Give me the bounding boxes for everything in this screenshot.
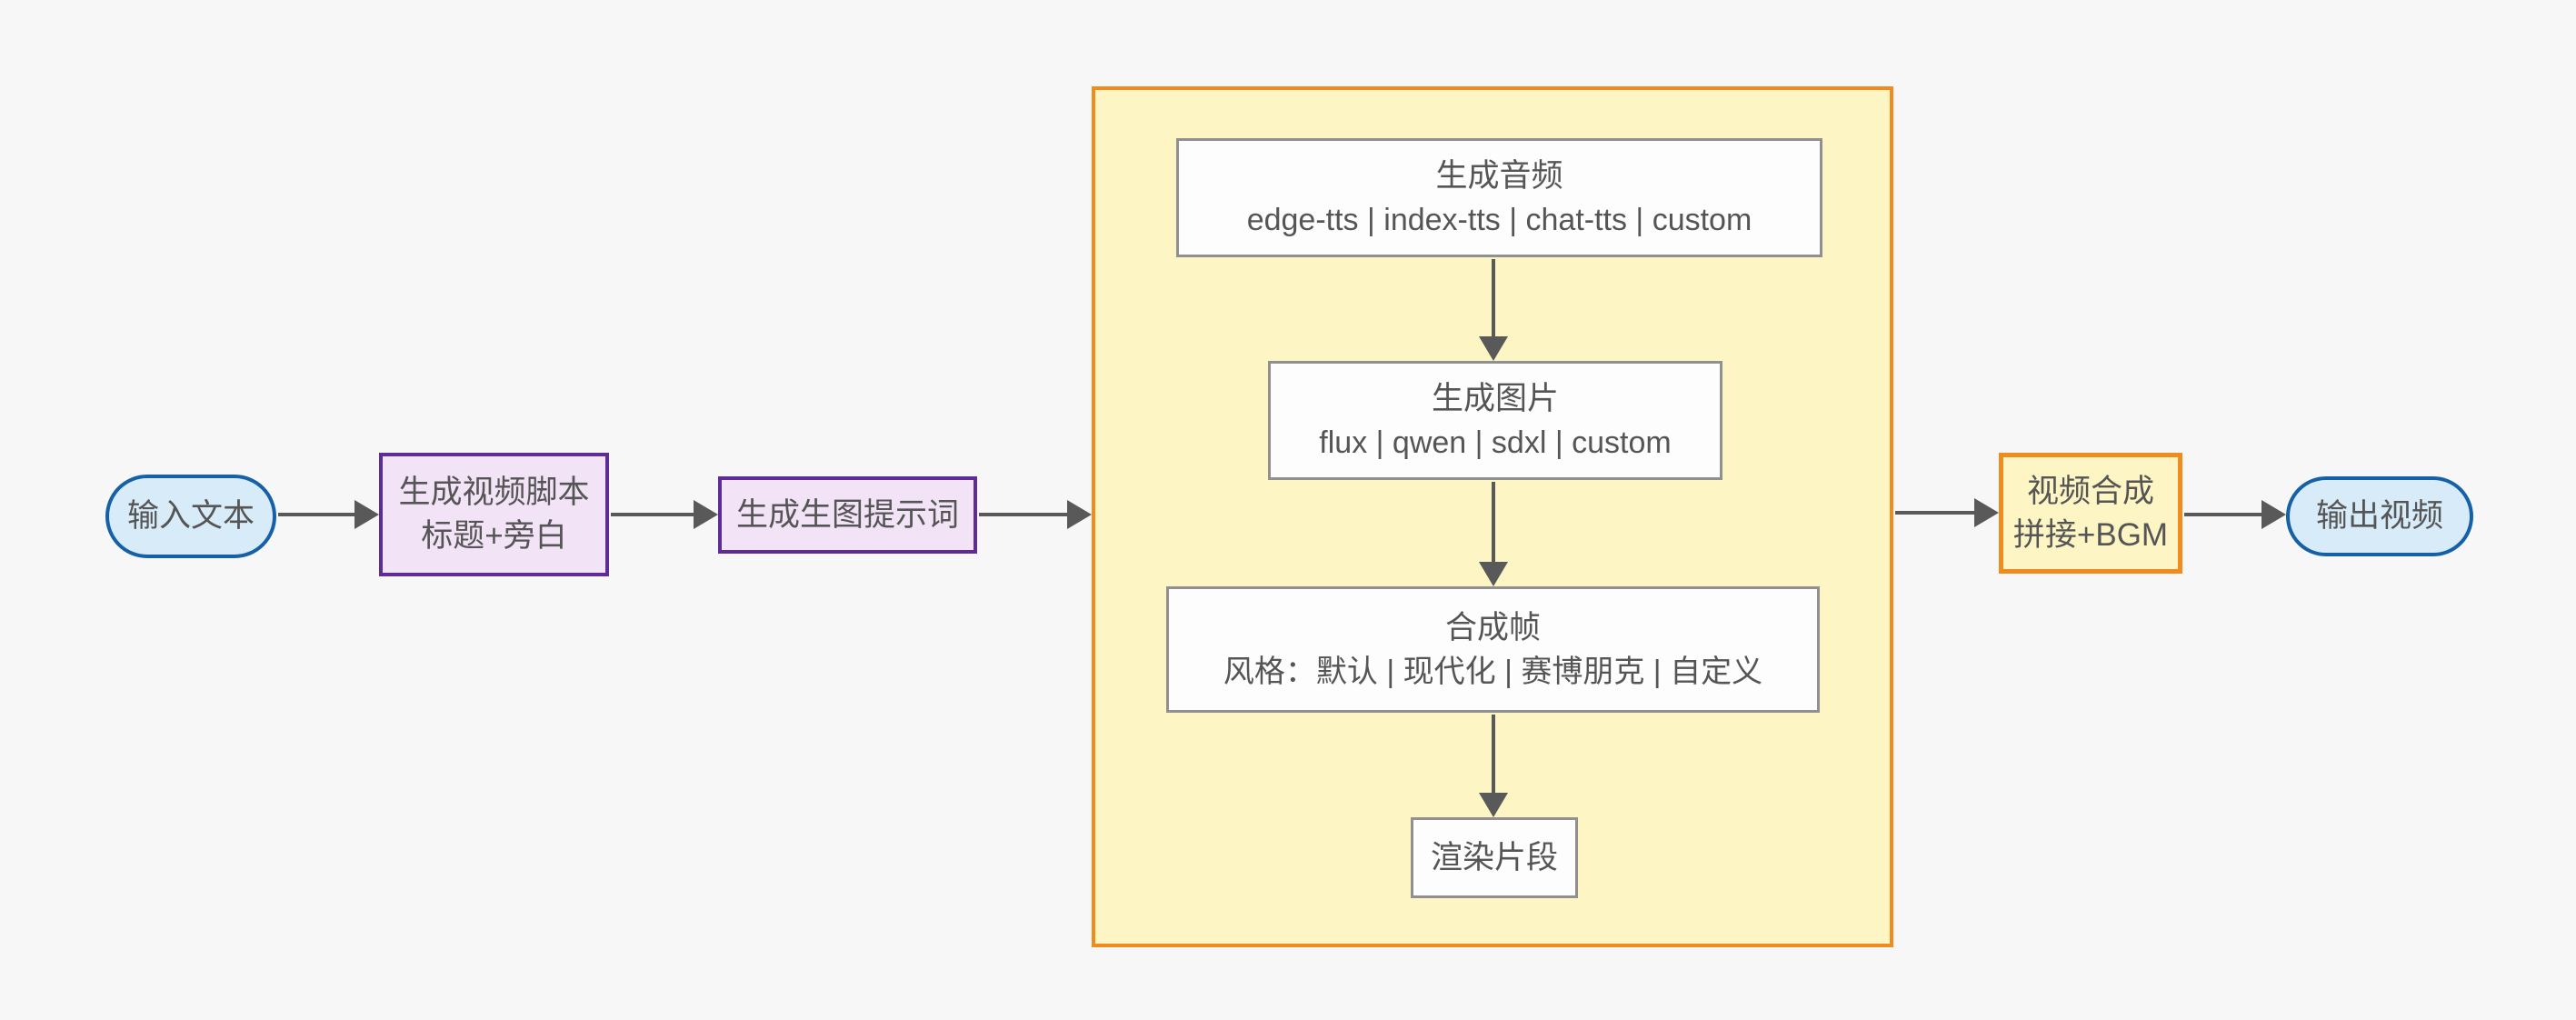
node-output-video-label: 输出视频 [2315, 498, 2443, 534]
arrow-input-to-script [278, 513, 354, 516]
node-video-compose-line2: 拼接+BGM [2012, 516, 2169, 553]
node-generate-script-line2: 标题+旁白 [421, 518, 567, 554]
node-render-clip: 渲染片段 [1411, 817, 1578, 898]
arrow-frame-to-render [1492, 715, 1495, 793]
node-compose-frame: 合成帧 风格：默认 | 现代化 | 赛博朋克 | 自定义 [1166, 586, 1820, 713]
node-generate-audio-line1: 生成音频 [1435, 157, 1563, 194]
node-output-video: 输出视频 [2286, 476, 2473, 556]
arrow-script-to-prompt [611, 513, 694, 516]
node-input-text: 输入文本 [105, 475, 276, 558]
node-generate-image: 生成图片 flux | qwen | sdxl | custom [1268, 361, 1722, 480]
arrow-image-to-frame [1492, 482, 1495, 562]
node-generate-script: 生成视频脚本 标题+旁白 [379, 453, 609, 576]
node-render-clip-label: 渲染片段 [1430, 839, 1558, 875]
node-generate-audio: 生成音频 edge-tts | index-tts | chat-tts | c… [1176, 138, 1822, 257]
arrow-video-compose-to-output [2184, 513, 2261, 516]
node-compose-frame-line2: 风格：默认 | 现代化 | 赛博朋克 | 自定义 [1223, 654, 1763, 689]
node-generate-image-prompt: 生成生图提示词 [718, 476, 977, 554]
node-generate-image-line1: 生成图片 [1431, 380, 1559, 416]
node-video-compose: 视频合成 拼接+BGM [1999, 453, 2182, 574]
node-generate-image-prompt-label: 生成生图提示词 [735, 496, 959, 533]
arrow-prompt-to-scene-group [979, 513, 1067, 516]
node-generate-image-line2: flux | qwen | sdxl | custom [1319, 425, 1672, 460]
node-compose-frame-line1: 合成帧 [1444, 609, 1541, 645]
node-input-text-label: 输入文本 [126, 498, 255, 534]
node-video-compose-line1: 视频合成 [2026, 473, 2154, 509]
node-generate-script-line1: 生成视频脚本 [398, 475, 590, 510]
arrow-scene-group-to-video-compose [1895, 511, 1974, 515]
arrow-audio-to-image [1492, 259, 1495, 336]
node-generate-audio-line2: edge-tts | index-tts | chat-tts | custom [1246, 202, 1752, 237]
